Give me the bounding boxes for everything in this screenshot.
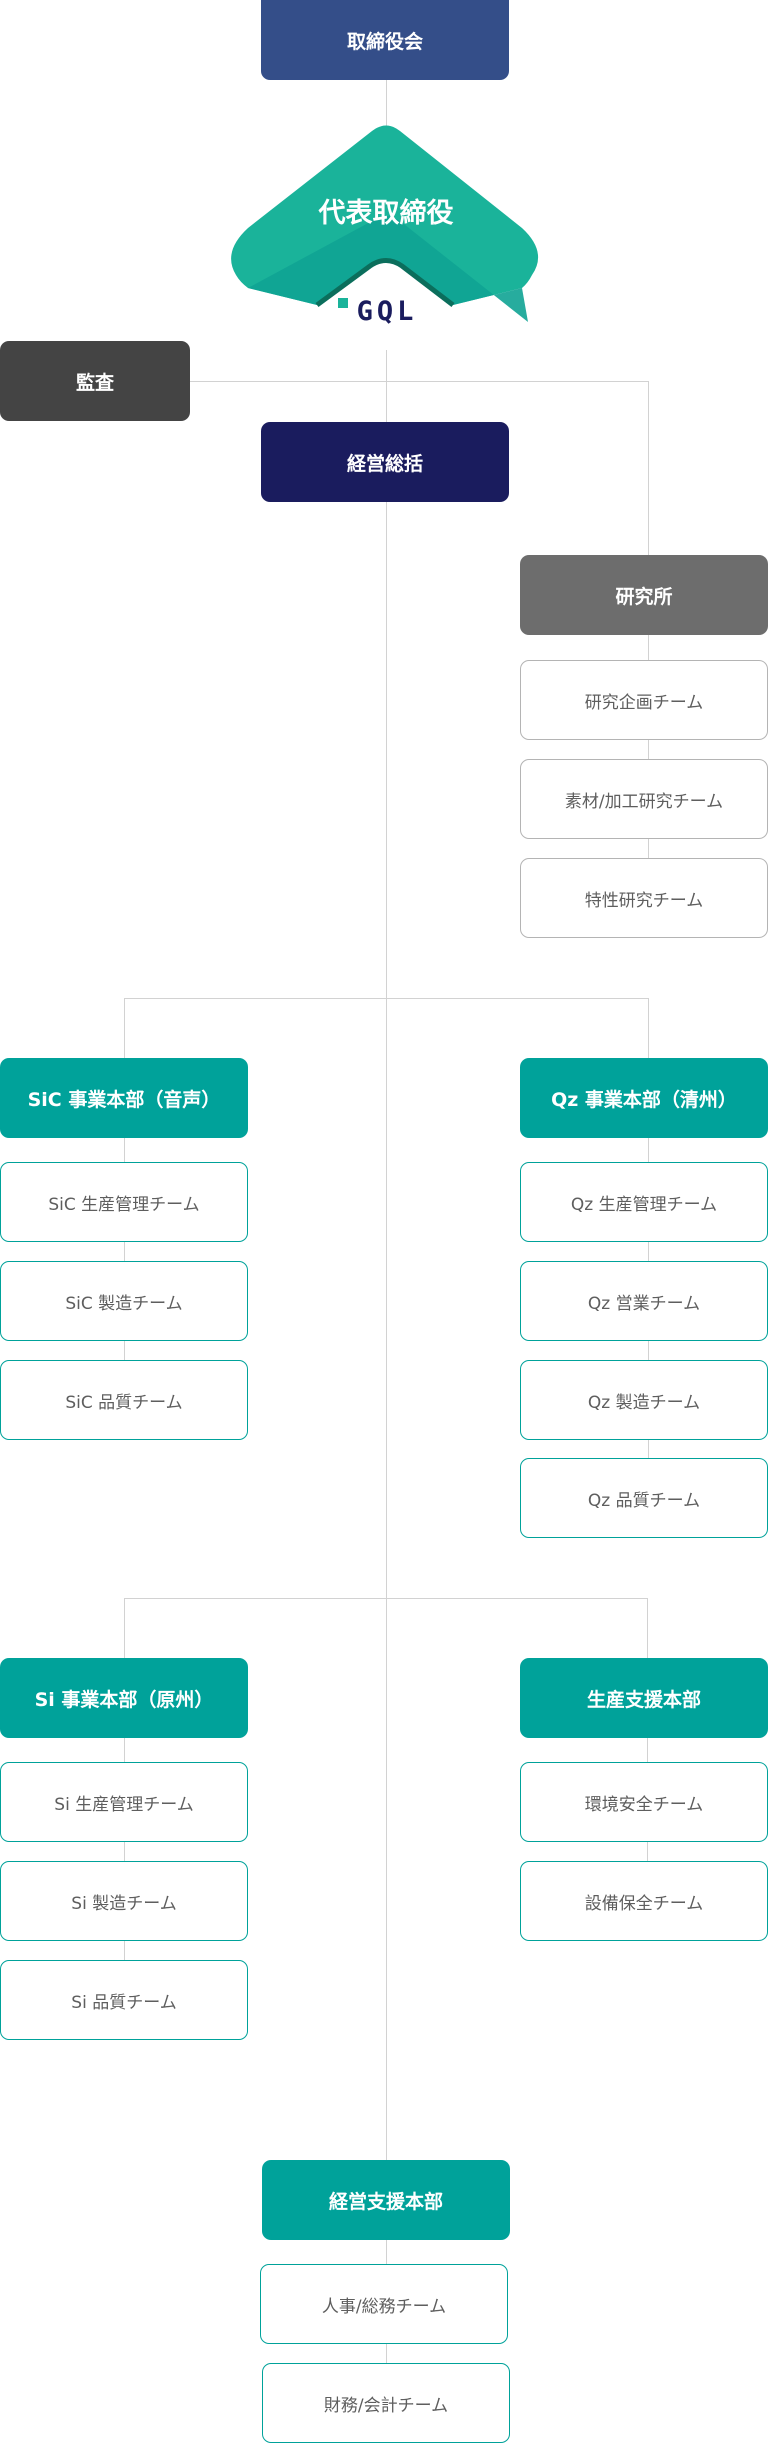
- production-support-team-box[interactable]: 環境安全チーム: [520, 1762, 768, 1842]
- management-support-box[interactable]: 経営支援本部: [262, 2160, 510, 2240]
- gql-logo: GQL: [338, 296, 418, 327]
- research-institute-box[interactable]: 研究所: [520, 555, 768, 635]
- team-label: 素材/加工研究チーム: [564, 791, 724, 812]
- management-support-team-box[interactable]: 人事/総務チーム: [260, 2264, 508, 2344]
- board-of-directors-box[interactable]: 取締役会: [261, 0, 509, 80]
- team-label: Qz 製造チーム: [587, 1392, 701, 1413]
- connector-line: [648, 381, 649, 937]
- sic-team-box[interactable]: SiC 品質チーム: [0, 1360, 248, 1440]
- division-label: Qz 事業本部（清州）: [551, 1088, 737, 1111]
- management-label: 経営総括: [346, 452, 423, 475]
- team-label: 人事/総務チーム: [321, 2296, 447, 2317]
- ceo-diamond[interactable]: 代表取締役 GQL: [0, 0, 768, 330]
- audit-label: 監査: [75, 371, 114, 394]
- qz-team-box[interactable]: Qz 製造チーム: [520, 1360, 768, 1440]
- team-label: Si 生産管理チーム: [54, 1794, 194, 1815]
- team-label: 財務/会計チーム: [323, 2395, 449, 2416]
- production-support-box[interactable]: 生産支援本部: [520, 1658, 768, 1738]
- connector-line: [386, 80, 387, 130]
- sic-division-box[interactable]: SiC 事業本部（音声）: [0, 1058, 248, 1138]
- team-label: Si 製造チーム: [71, 1893, 177, 1914]
- management-support-team-box[interactable]: 財務/会計チーム: [262, 2363, 510, 2443]
- sic-team-box[interactable]: SiC 生産管理チーム: [0, 1162, 248, 1242]
- ceo-label: 代表取締役: [318, 197, 454, 229]
- si-team-box[interactable]: Si 製造チーム: [0, 1861, 248, 1941]
- board-label: 取締役会: [346, 30, 423, 53]
- qz-team-box[interactable]: Qz 生産管理チーム: [520, 1162, 768, 1242]
- team-label: Si 品質チーム: [71, 1992, 177, 2013]
- team-label: 設備保全チーム: [584, 1893, 704, 1914]
- diamond-lower-shade: [248, 216, 528, 322]
- research-team-box[interactable]: 素材/加工研究チーム: [520, 759, 768, 839]
- production-support-team-box[interactable]: 設備保全チーム: [520, 1861, 768, 1941]
- management-box[interactable]: 経営総括: [261, 422, 509, 502]
- connector-line: [386, 350, 387, 2160]
- svg-text:GQL: GQL: [357, 296, 418, 327]
- team-label: SiC 生産管理チーム: [48, 1194, 200, 1215]
- research-team-box[interactable]: 研究企画チーム: [520, 660, 768, 740]
- research-team-box[interactable]: 特性研究チーム: [520, 858, 768, 938]
- division-label: SiC 事業本部（音声）: [27, 1088, 221, 1111]
- team-label: Qz 生産管理チーム: [570, 1194, 718, 1215]
- team-label: Qz 営業チーム: [587, 1293, 701, 1314]
- connector-line: [190, 381, 648, 382]
- sic-team-box[interactable]: SiC 製造チーム: [0, 1261, 248, 1341]
- qz-division-box[interactable]: Qz 事業本部（清州）: [520, 1058, 768, 1138]
- si-division-box[interactable]: Si 事業本部（原州）: [0, 1658, 248, 1738]
- team-label: SiC 製造チーム: [65, 1293, 183, 1314]
- qz-team-box[interactable]: Qz 品質チーム: [520, 1458, 768, 1538]
- team-label: Qz 品質チーム: [587, 1490, 701, 1511]
- division-label: 生産支援本部: [586, 1688, 701, 1711]
- audit-box[interactable]: 監査: [0, 341, 190, 421]
- research-label: 研究所: [615, 585, 673, 608]
- connector-line: [124, 1598, 648, 1599]
- division-label: Si 事業本部（原州）: [34, 1688, 214, 1711]
- team-label: SiC 品質チーム: [65, 1392, 183, 1413]
- division-label: 経営支援本部: [328, 2190, 443, 2213]
- si-team-box[interactable]: Si 生産管理チーム: [0, 1762, 248, 1842]
- connector-line: [124, 998, 648, 999]
- qz-team-box[interactable]: Qz 営業チーム: [520, 1261, 768, 1341]
- team-label: 特性研究チーム: [584, 890, 704, 911]
- diamond-notch-edge: [315, 258, 455, 308]
- team-label: 研究企画チーム: [584, 692, 704, 713]
- team-label: 環境安全チーム: [584, 1794, 704, 1815]
- si-team-box[interactable]: Si 品質チーム: [0, 1960, 248, 2040]
